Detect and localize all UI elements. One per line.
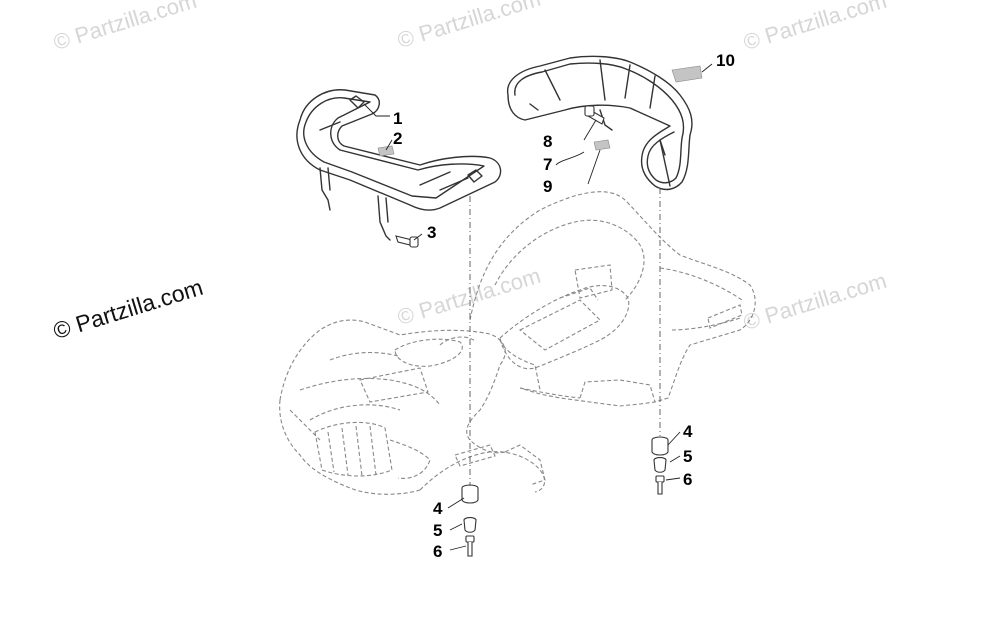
- rear-decal-top: [671, 65, 703, 83]
- rear-decal: [593, 139, 611, 151]
- callout-front-rack: 1: [393, 109, 403, 128]
- bolt-rear: [584, 105, 605, 125]
- decals: [377, 65, 703, 157]
- front-decal: [377, 145, 395, 157]
- callout-rear-bushing: 4: [683, 422, 693, 441]
- bolt-front: [395, 235, 419, 248]
- callout-front-screw: 6: [433, 542, 443, 561]
- callout-rear-rack: 7: [543, 155, 553, 174]
- callout-rear-decal: 9: [543, 177, 553, 196]
- callout-front-washer: 5: [433, 521, 443, 540]
- callout-rear-decal-top: 10: [716, 51, 735, 70]
- callout-front-decal: 2: [393, 129, 403, 148]
- assembly-centerlines: [469, 188, 661, 486]
- hardware-front: [461, 484, 479, 557]
- hardware-rear: [651, 436, 669, 495]
- callout-rear-screw: 6: [683, 470, 693, 489]
- rear-rack: [506, 55, 693, 191]
- front-rack: [296, 89, 502, 241]
- callout-rear-washer: 5: [683, 447, 693, 466]
- callout-rear-bolt: 8: [543, 132, 553, 151]
- callout-front-bushing: 4: [433, 499, 443, 518]
- callout-front-bolt: 3: [427, 223, 437, 242]
- atv-body: [279, 191, 756, 495]
- leader-lines: [363, 63, 713, 551]
